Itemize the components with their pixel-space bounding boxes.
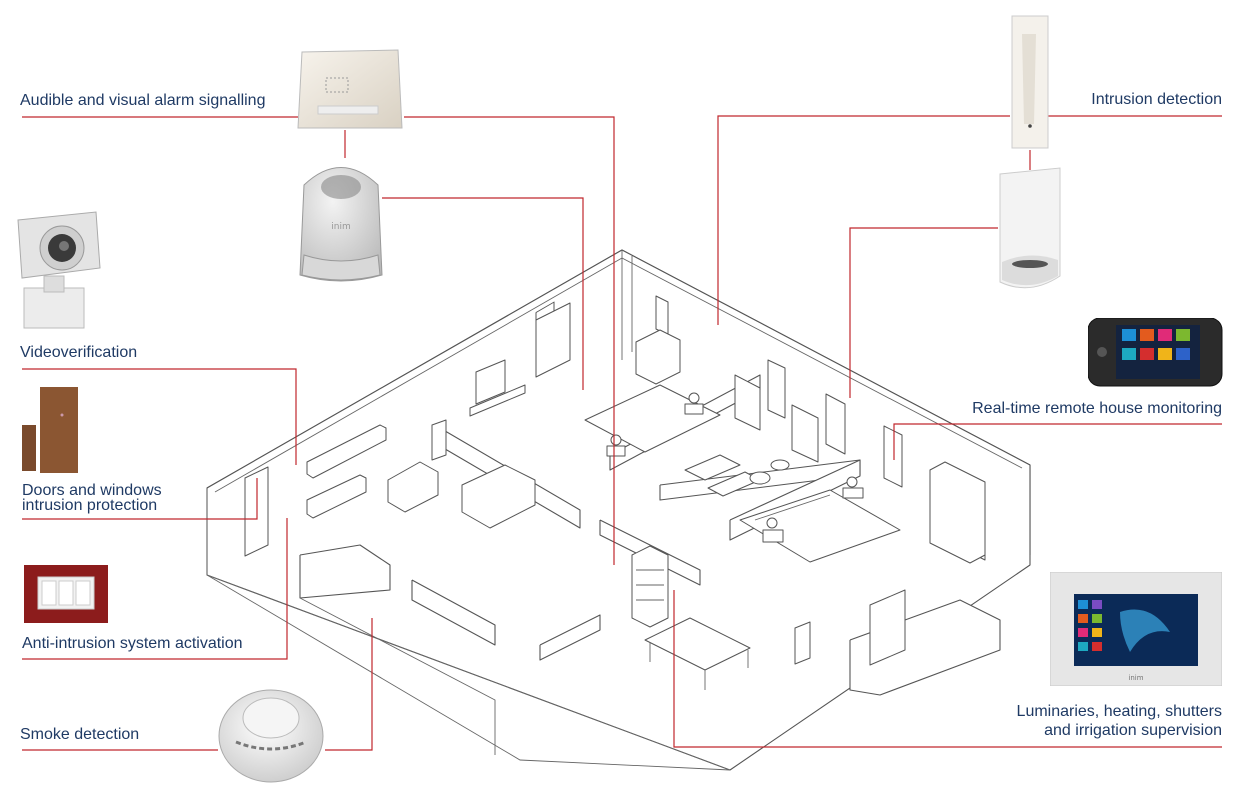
label-intrusion-detection: Intrusion detection xyxy=(1091,91,1222,108)
touchscreen-logo: inim xyxy=(1128,674,1143,682)
leader-alarm-to-house xyxy=(404,116,615,565)
touchscreen-panel-icon: inim xyxy=(1049,571,1223,687)
label-supervision-2: and irrigation supervision xyxy=(1044,722,1222,739)
leader-smoke-to-house xyxy=(325,618,373,751)
leader-videoverification xyxy=(22,368,297,465)
label-anti-intrusion-activation: Anti-intrusion system activation xyxy=(22,635,243,652)
siren-logo: inim xyxy=(331,222,350,232)
leader-pir-to-house xyxy=(849,227,998,398)
cctv-camera-icon xyxy=(14,208,104,332)
keypad-icon xyxy=(24,565,108,623)
label-doors-windows-1: Doors and windows xyxy=(22,482,162,499)
label-smoke-detection: Smoke detection xyxy=(20,726,140,743)
magnetic-contact-icon xyxy=(22,385,82,475)
siren-box-icon xyxy=(296,48,404,132)
leader-lines xyxy=(22,115,1222,751)
label-videoverification: Videoverification xyxy=(20,344,138,361)
label-remote-monitoring: Real-time remote house monitoring xyxy=(972,400,1222,417)
curtain-detector-icon xyxy=(1010,14,1050,152)
leader-indoor-siren-to-house xyxy=(382,197,584,390)
label-supervision-1: Luminaries, heating, shutters xyxy=(1016,703,1222,720)
leader-intrusion-to-house xyxy=(717,115,1010,325)
indoor-siren-icon: inim xyxy=(296,155,386,285)
leader-doors-windows xyxy=(22,478,258,520)
pir-detector-icon xyxy=(996,166,1064,298)
leader-remote-monitoring xyxy=(893,423,1222,460)
isometric-house-floorplan xyxy=(206,249,1031,771)
label-doors-windows-2: intrusion protection xyxy=(22,497,158,514)
leader-supervision xyxy=(673,590,1222,748)
smoke-detector-icon xyxy=(216,684,326,784)
leader-activation xyxy=(22,518,288,660)
smartphone-icon xyxy=(1087,317,1224,388)
label-alarm-signalling: Audible and visual alarm signalling xyxy=(20,92,266,109)
